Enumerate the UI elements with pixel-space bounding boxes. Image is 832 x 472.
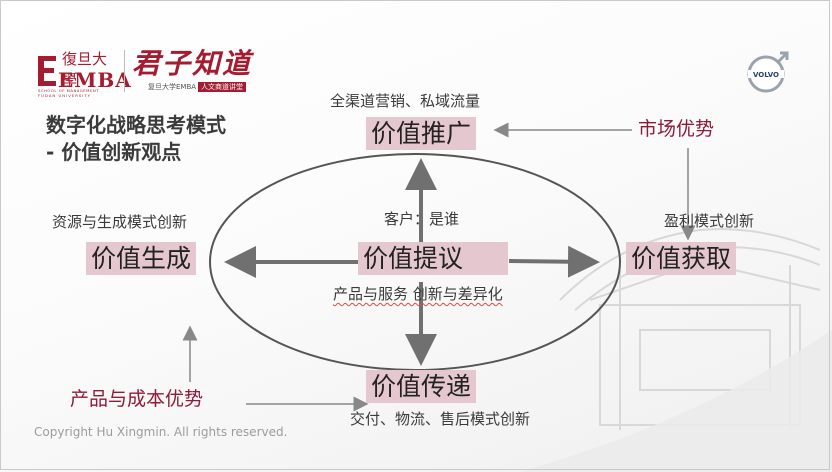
- center-above-caption: 客户：是谁: [384, 210, 460, 228]
- copyright-notice: Copyright Hu Xingmin. All rights reserve…: [34, 425, 288, 439]
- value-capture-box: 价值获取: [626, 242, 737, 275]
- page-title-line1: 数字化战略思考模式: [46, 113, 226, 137]
- logo-caption-text: 复旦大学EMBA: [148, 83, 197, 91]
- emba-wordmark: EMBA: [58, 68, 132, 92]
- capture-caption: 盈利模式创新: [664, 212, 755, 230]
- emba-chinese-name: 復旦大學: [62, 50, 108, 89]
- value-delivery-box: 价值传递: [366, 370, 477, 403]
- market-advantage-label: 市场优势: [638, 118, 715, 140]
- value-generation-box: 价值生成: [86, 242, 197, 275]
- fudan-emba-logo: 復旦大學 EMBA SCHOOL OF MANAGEMENT FUDAN UNI…: [36, 46, 131, 98]
- generation-caption: 资源与生成模式创新: [52, 213, 188, 231]
- emba-university-line: FUDAN UNIVERSITY: [38, 93, 92, 98]
- emba-school-line: SCHOOL OF MANAGEMENT: [38, 88, 100, 93]
- volvo-logo: VOLVO: [747, 51, 789, 93]
- logo-divider: [124, 50, 125, 92]
- logo-caption-tag: 人文商道讲堂: [198, 82, 247, 92]
- arrow-to-right: [508, 245, 600, 278]
- page-title-line2: - 价值创新观点: [46, 140, 182, 164]
- value-promotion-box: 价值推广: [366, 117, 477, 150]
- junzi-zhidao-logo: 君子知道: [132, 47, 253, 80]
- value-proposition-box: 价值提议: [358, 242, 508, 275]
- emba-emblem-icon: [38, 56, 56, 86]
- promotion-caption: 全渠道营销、私域流量: [330, 92, 481, 110]
- volvo-wordmark: VOLVO: [753, 71, 779, 79]
- product-cost-advantage-label: 产品与成本优势: [70, 388, 204, 410]
- center-below-caption: 产品与服务 创新与差异化: [333, 285, 503, 303]
- delivery-caption: 交付、物流、售后模式创新: [350, 410, 531, 428]
